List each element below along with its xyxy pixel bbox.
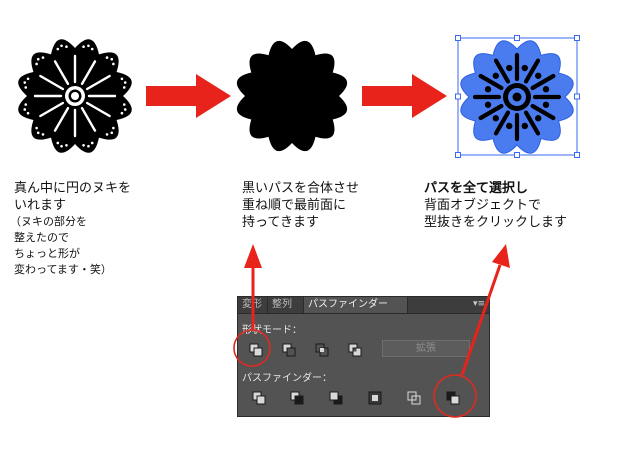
caption-step-1-note-1: （ヌキの部分を: [10, 215, 87, 228]
minus-back-button[interactable]: [444, 389, 462, 407]
pathfinder-panel: 変形 整列 パスファインダー ▾≡ 形状モード： 拡張 パスファインダー：: [237, 296, 490, 417]
caption-step-3-line-2: 背面オブジェクトで: [424, 198, 542, 213]
divide-button[interactable]: [250, 389, 268, 407]
tab-pathfinder[interactable]: パスファインダー: [304, 297, 408, 313]
tab-align[interactable]: 整列: [268, 297, 304, 313]
selected-blue-flower: [460, 40, 574, 154]
flower-with-cutouts: [18, 39, 132, 153]
selection-bounding-box: [455, 35, 580, 158]
caption-step-2-line-3: 持ってきます: [242, 215, 319, 230]
caption-step-3-line-3: 型抜きをクリックします: [424, 215, 568, 230]
arrow-right-1: [146, 74, 231, 118]
caption-step-1-note-4: 変わってます・笑）: [14, 263, 112, 276]
diagram-canvas: [18, 35, 580, 158]
caption-step-2: 黒いパスを合体させ 重ね順で最前面に 持ってきます: [242, 180, 412, 231]
tab-transform[interactable]: 変形: [238, 297, 268, 313]
minus-front-button[interactable]: [280, 341, 298, 359]
exclude-button[interactable]: [346, 341, 364, 359]
merged-black-flower: [236, 40, 348, 152]
panel-tab-bar: 変形 整列 パスファインダー ▾≡: [238, 297, 489, 314]
intersect-button[interactable]: [313, 341, 331, 359]
shape-modes-label: 形状モード：: [242, 325, 302, 336]
arrow-right-2: [362, 74, 447, 118]
unite-button[interactable]: [247, 341, 265, 359]
caption-step-2-line-2: 重ね順で最前面に: [242, 198, 347, 213]
pathfinders-label: パスファインダー：: [242, 373, 332, 384]
caption-step-2-line-1: 黒いパスを合体させ: [242, 181, 360, 196]
panel-menu-icon[interactable]: ▾≡: [472, 299, 485, 309]
merge-button[interactable]: [327, 389, 345, 407]
caption-step-1-note-2: 整えたので: [14, 231, 69, 244]
caption-step-1: 真ん中に円のヌキを いれます （ヌキの部分を 整えたので ちょっと形が 変わって…: [10, 180, 184, 278]
caption-step-1-line-1: 真ん中に円のヌキを: [14, 181, 132, 196]
expand-button[interactable]: 拡張: [382, 340, 470, 357]
trim-button[interactable]: [288, 389, 306, 407]
outline-button[interactable]: [405, 389, 423, 407]
crop-button[interactable]: [366, 389, 384, 407]
caption-step-1-line-2: いれます: [14, 198, 67, 213]
caption-step-3: パスを全て選択し 背面オブジェクトで 型抜きをクリックします: [424, 180, 620, 231]
caption-step-1-note-3: ちょっと形が: [14, 247, 80, 260]
caption-step-3-line-1: パスを全て選択し: [424, 181, 529, 196]
